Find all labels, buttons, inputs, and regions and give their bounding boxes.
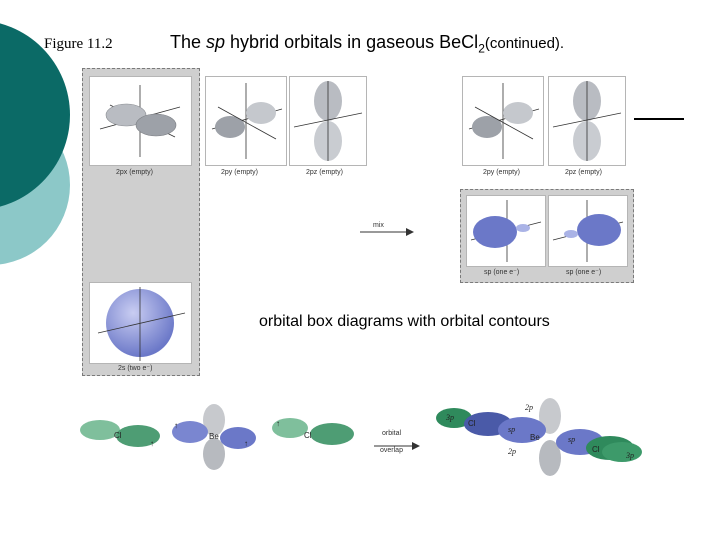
p3-left-label: 3p [445,413,454,422]
p2-bottom-label: 2p [508,447,516,456]
horizontal-rule [634,118,684,120]
orbital-2s-box [89,282,192,364]
orbital-2py-box [205,76,287,166]
sp-a-label: sp [508,425,515,434]
orbital-2py-right-box [462,76,544,166]
orbital-sp-b-label: sp (one e⁻) [566,269,602,276]
sp-b-label: sp [568,435,575,444]
orbital-sp-a-label: sp (one e⁻) [484,269,520,276]
orbital-2pz-label: 2pz (empty) [306,169,343,176]
orbital-2px-graphic [99,85,181,157]
orbital-2pz-box [289,76,367,166]
overlap-label-2: overlap [380,447,403,454]
overlap-label-1: orbital [382,430,402,437]
p3-right-label: 3p [625,451,634,460]
cl-right-label: Cl [304,431,312,440]
page-title: The sp hybrid orbitals in gaseous BeCl2(… [170,32,565,56]
separated-atoms-diagram: Cl ↑ Be ↑ ↑ ↑ Cl [80,404,354,470]
orbital-sp-a-graphic [470,200,542,262]
cl-result-left-label: Cl [468,419,476,428]
orbital-sp-b-graphic [552,200,624,262]
mix-label: mix [373,222,384,229]
diagram-caption: orbital box diagrams with orbital contou… [259,313,550,330]
orbital-2py-graphic [211,83,283,159]
decorative-teal-shapes [0,23,70,265]
p2-top-label: 2p [525,403,533,412]
cl-result-right-label: Cl [592,445,600,454]
orbital-2s-graphic [97,287,186,361]
bonded-molecule-diagram: 3p sp 2p Be sp 2p Cl Cl 3p [436,398,642,476]
orbital-2px-label: 2px (empty) [116,169,153,176]
orbital-2pz-right-graphic [552,81,622,161]
orbital-2pz-right-label: 2pz (empty) [565,169,602,176]
up-arrow-1: ↑ [150,439,154,448]
overlap-arrow [374,442,420,450]
up-arrow-4: ↑ [276,419,280,428]
up-arrow-2: ↑ [174,421,178,430]
orbital-sp-b-box [548,195,628,267]
orbital-2s-label: 2s (two e⁻) [118,365,153,372]
be-center-label: Be [209,432,219,441]
orbital-2pz-graphic [293,81,363,161]
mix-arrow [360,228,414,236]
orbital-sp-a-box [466,195,546,267]
up-arrow-3: ↑ [244,439,248,448]
orbital-2py-right-graphic [468,83,540,159]
figure-label: Figure 11.2 [44,36,113,52]
orbital-2px-box [89,76,192,166]
orbital-2py-right-label: 2py (empty) [483,169,520,176]
be-result-label: Be [530,433,540,442]
orbital-2pz-right-box [548,76,626,166]
cl-left-label: Cl [114,431,122,440]
orbital-2py-label: 2py (empty) [221,169,258,176]
